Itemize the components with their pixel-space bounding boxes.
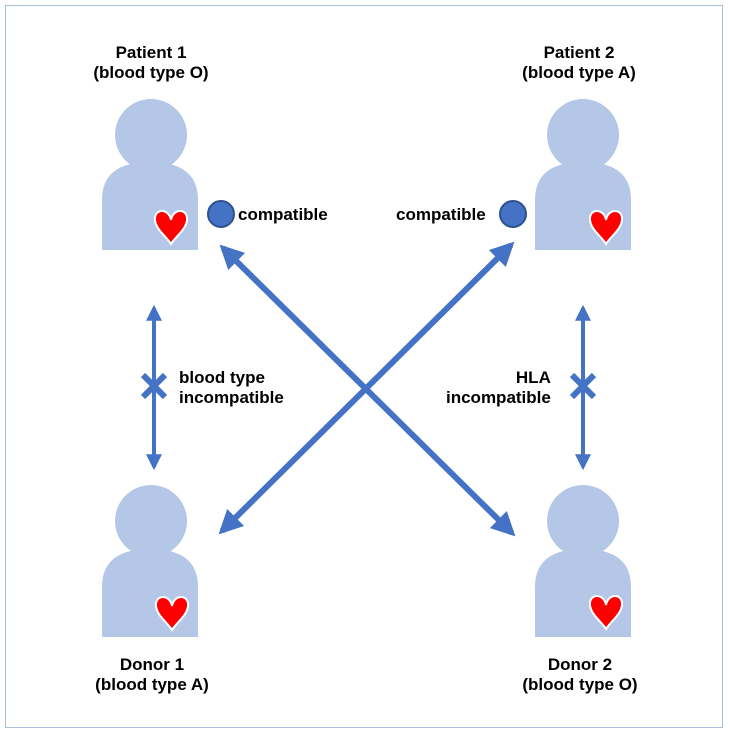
left-cross-icon	[140, 372, 168, 400]
left-compatible-label: compatible	[238, 205, 328, 225]
right-pair-status-line1: HLA	[515, 368, 551, 387]
donor-1-person-icon	[102, 485, 198, 637]
patient-1-blood-type: (blood type O)	[93, 63, 209, 82]
patient-2-label: Patient 2 (blood type A)	[499, 43, 659, 83]
right-pair-status-label: HLA incompatible	[446, 368, 551, 408]
right-pair-status-line2: incompatible	[446, 388, 551, 407]
donor-2-blood-type: (blood type O)	[522, 675, 638, 694]
donor-2-label: Donor 2 (blood type O)	[500, 655, 660, 695]
right-compatible-label: compatible	[396, 205, 486, 225]
left-compatible-text: compatible	[238, 205, 328, 224]
left-pair-status-line1: blood type	[179, 368, 265, 387]
donor-1-name: Donor 1	[119, 655, 185, 674]
left-pair-status-label: blood type incompatible	[179, 368, 284, 408]
compatible-dot-left	[207, 200, 235, 228]
donor-1-label: Donor 1 (blood type A)	[72, 655, 232, 695]
donor-1-to-patient-2-arrow	[218, 241, 515, 535]
right-cross-icon	[569, 372, 597, 400]
patient-2-name: Patient 2	[543, 43, 615, 62]
donor-1-blood-type: (blood type A)	[95, 675, 209, 694]
diagram-frame	[5, 5, 723, 728]
patient-1-person-icon	[102, 99, 198, 250]
compatible-dot-right	[499, 200, 527, 228]
left-pair-status-line2: incompatible	[179, 388, 284, 407]
right-compatible-text: compatible	[396, 205, 486, 224]
donor-2-person-icon	[535, 485, 631, 637]
patient-2-person-icon	[535, 99, 631, 250]
patient-1-name: Patient 1	[115, 43, 187, 62]
patient-2-blood-type: (blood type A)	[522, 63, 636, 82]
patient-1-label: Patient 1 (blood type O)	[71, 43, 231, 83]
donor-2-name: Donor 2	[547, 655, 613, 674]
